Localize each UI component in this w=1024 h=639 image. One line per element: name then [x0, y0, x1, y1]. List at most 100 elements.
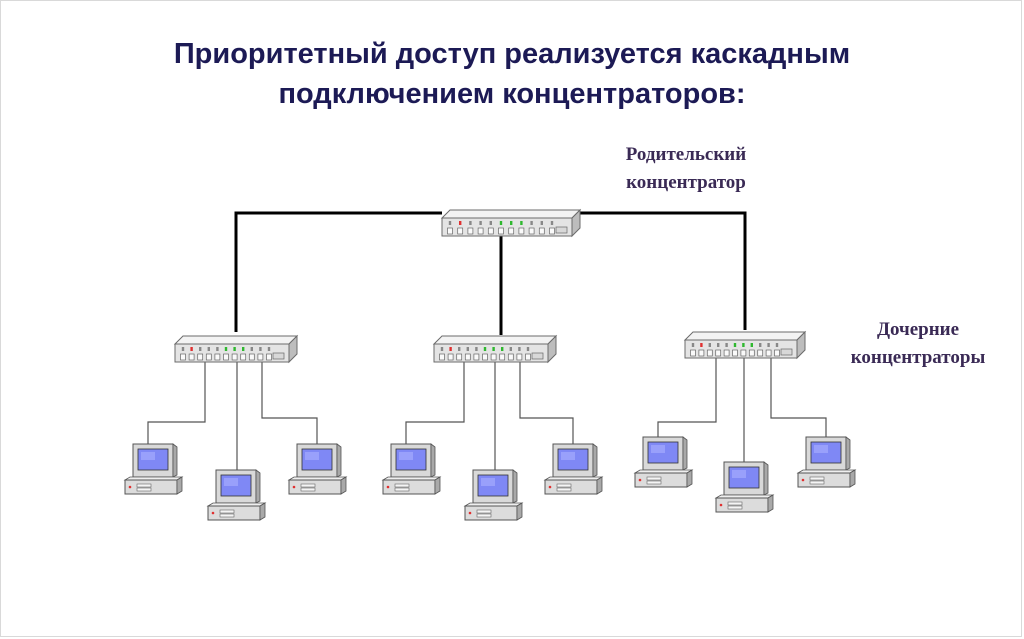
computer-3-2	[714, 461, 775, 513]
hub-port	[528, 227, 535, 235]
hub-port	[447, 353, 454, 361]
child-hub-2	[432, 334, 558, 364]
hub-led	[449, 347, 452, 351]
hub-port	[477, 227, 484, 235]
power-led	[468, 511, 472, 515]
hub-led	[459, 221, 462, 225]
link-parent-to-hub-3	[580, 211, 747, 330]
hub-top-face	[173, 335, 299, 345]
hub-led	[733, 343, 737, 347]
monitor-side	[845, 436, 851, 471]
hub-port	[197, 353, 204, 361]
hub-led	[489, 221, 492, 225]
hub-led	[550, 221, 554, 225]
hub-led	[224, 347, 228, 351]
hub-port	[549, 227, 555, 235]
parent-hub-label-line-2: концентратор	[626, 172, 746, 193]
hub-led	[700, 343, 703, 347]
power-led	[128, 485, 132, 489]
power-led	[211, 511, 215, 515]
floppy-drive	[300, 483, 316, 488]
hub-led	[216, 347, 219, 351]
computer-3-1	[633, 436, 694, 488]
power-led	[801, 478, 805, 482]
link-hub-to-pc	[261, 362, 318, 444]
slide-title: Приоритетный доступ реализуется каскадны…	[0, 34, 1024, 114]
hub-led	[242, 347, 245, 351]
computer-2-1	[381, 443, 442, 495]
hub-led	[526, 347, 530, 351]
screen-glare	[561, 452, 575, 460]
hub-port	[525, 353, 531, 361]
hub-port	[518, 227, 525, 235]
hub-led	[448, 221, 452, 225]
hub-port	[467, 227, 474, 235]
screen-glare	[651, 445, 665, 453]
hub-led	[725, 343, 728, 347]
computer-1-1	[123, 443, 184, 495]
system-unit-side	[516, 502, 523, 521]
system-unit-side	[434, 476, 441, 495]
system-unit-side	[849, 469, 856, 488]
hub-port	[765, 349, 772, 357]
link-hub-to-pc	[657, 358, 717, 437]
disk-drive	[394, 487, 410, 492]
child-hub-3	[683, 330, 807, 360]
connection-lines	[147, 211, 827, 470]
hub-port	[257, 353, 264, 361]
hub-led	[469, 221, 472, 225]
hub-led	[479, 221, 482, 225]
link-hub-to-pc	[770, 358, 827, 437]
disk-drive	[809, 480, 825, 485]
computer-1-3	[287, 443, 348, 495]
hub-port	[516, 353, 523, 361]
hub-led	[475, 347, 478, 351]
hub-led	[540, 221, 543, 225]
hub-port	[473, 353, 480, 361]
computer-2-2	[463, 469, 524, 521]
hub-port	[732, 349, 738, 357]
hub-top-face	[683, 331, 807, 341]
hub-port	[740, 349, 747, 357]
floppy-drive	[646, 476, 662, 481]
hub-led	[501, 347, 504, 351]
link-parent-to-hub-1	[234, 211, 442, 332]
hub-led	[492, 347, 495, 351]
disk-drive	[300, 487, 316, 492]
screen-glare	[814, 445, 828, 453]
hub-port	[706, 349, 713, 357]
disk-drive	[136, 487, 152, 492]
hub-led	[499, 221, 503, 225]
hub-top-face	[432, 335, 558, 345]
computer-3-3	[796, 436, 857, 488]
system-unit-side	[340, 476, 347, 495]
monitor-side	[592, 443, 598, 478]
monitor-side	[255, 469, 261, 504]
hub-port	[456, 353, 463, 361]
hub-port	[538, 227, 545, 235]
parent-hub-label: Родительский концентратор	[586, 141, 786, 197]
hub-led	[190, 347, 193, 351]
hub-port	[774, 349, 780, 357]
screen-glare	[224, 478, 238, 486]
hub-led	[750, 343, 753, 347]
hub-led	[207, 347, 210, 351]
system-unit-side	[767, 494, 774, 513]
hub-port	[715, 349, 722, 357]
hub-led	[509, 347, 512, 351]
slide-title-line-1: Приоритетный доступ реализуется каскадны…	[173, 38, 851, 70]
floppy-drive	[809, 476, 825, 481]
hub-led	[181, 347, 185, 351]
devices	[123, 208, 857, 521]
hub-port	[447, 227, 453, 235]
hub-led	[530, 221, 533, 225]
screen-glare	[305, 452, 319, 460]
floppy-drive	[556, 483, 572, 488]
hub-uplink-port	[780, 348, 793, 356]
hub-port	[690, 349, 696, 357]
hub-led	[199, 347, 202, 351]
hub-port	[464, 353, 471, 361]
link-hub-to-pc	[405, 362, 465, 444]
floppy-drive	[219, 509, 235, 514]
